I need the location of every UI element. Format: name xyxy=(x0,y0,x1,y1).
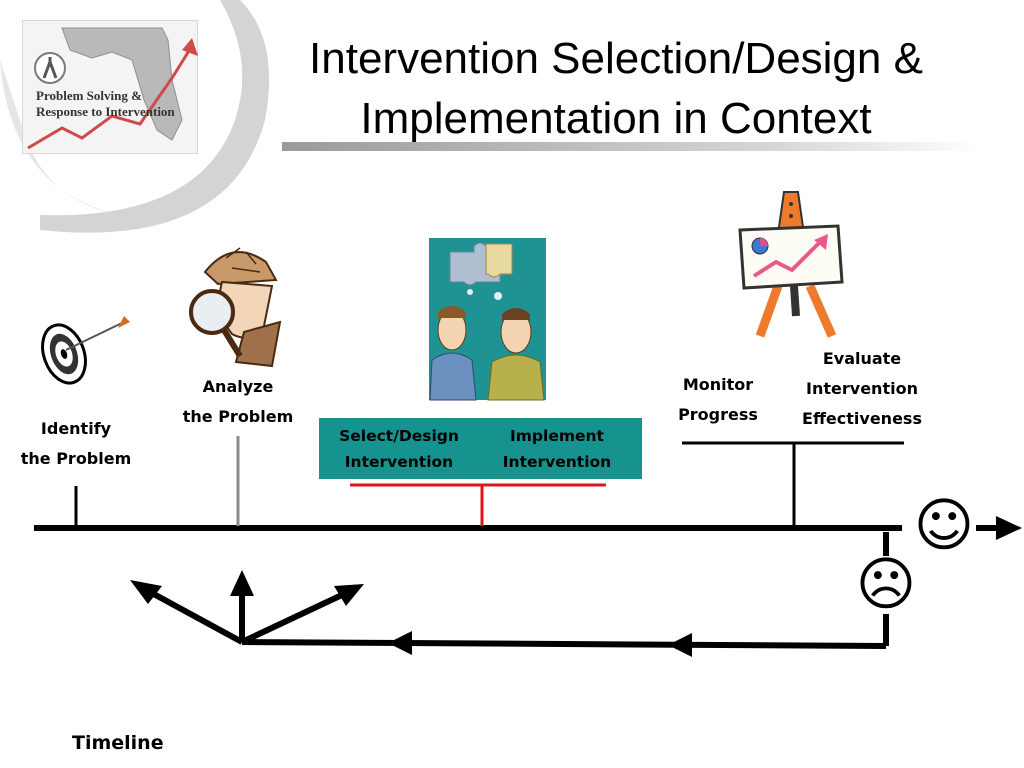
recycle-arrow-identify xyxy=(148,589,244,645)
logo-text-line2: Response to Intervention xyxy=(36,104,175,119)
step-evaluate-line1: Evaluate xyxy=(822,349,902,368)
page-title-line-1: Intervention Selection/Design & xyxy=(309,34,923,83)
recycle-arrow-select xyxy=(240,591,346,645)
title-underline xyxy=(282,142,982,151)
step-analyze-label: Analyze the Problem xyxy=(168,372,308,432)
step-analyze-line2: the Problem xyxy=(182,407,294,426)
logo-person-icon xyxy=(34,52,66,84)
target-with-arrow-icon xyxy=(41,316,130,385)
step-select-line2: Intervention xyxy=(344,453,454,471)
step-monitor-label: Monitor Progress xyxy=(666,370,770,430)
florida-logo: Problem Solving & Response to Interventi… xyxy=(22,20,198,154)
feedback-return-line xyxy=(241,639,887,649)
frowny-face-icon: ☹ xyxy=(856,550,916,618)
timeline-label: Timeline xyxy=(72,732,164,754)
step-implement-line1: Implement xyxy=(510,427,604,445)
step-select-line1: Select/Design xyxy=(339,427,459,445)
feedback-arrowhead-1 xyxy=(668,633,692,657)
timeline-arrowhead xyxy=(996,516,1022,540)
step-identify-label: Identify the Problem xyxy=(0,414,152,474)
step-evaluate-line2: Intervention xyxy=(806,379,918,398)
step-select-label: Select/Design Intervention xyxy=(326,423,472,475)
smiley-face-icon: ☺ xyxy=(914,491,974,559)
step-identify-line1: Identify xyxy=(40,419,112,438)
step-evaluate-label: Evaluate Intervention Effectiveness xyxy=(792,344,932,434)
detective-with-magnifier-icon xyxy=(189,247,282,368)
easel-chart-icon xyxy=(738,191,844,338)
two-people-puzzle-icon xyxy=(429,238,546,401)
page-title-line-2: Implementation in Context xyxy=(360,94,872,143)
step-analyze-line1: Analyze xyxy=(202,377,274,396)
step-implement-label: Implement Intervention xyxy=(484,423,630,475)
step-implement-line2: Intervention xyxy=(502,453,612,471)
intervention-box xyxy=(319,418,642,479)
feedback-arrowhead-2 xyxy=(388,631,412,655)
step-monitor-line2: Progress xyxy=(678,405,758,424)
step-monitor-line1: Monitor xyxy=(682,375,754,394)
step-evaluate-line3: Effectiveness xyxy=(802,409,922,428)
logo-text-line1: Problem Solving & xyxy=(36,88,142,103)
step-identify-line2: the Problem xyxy=(20,449,132,468)
